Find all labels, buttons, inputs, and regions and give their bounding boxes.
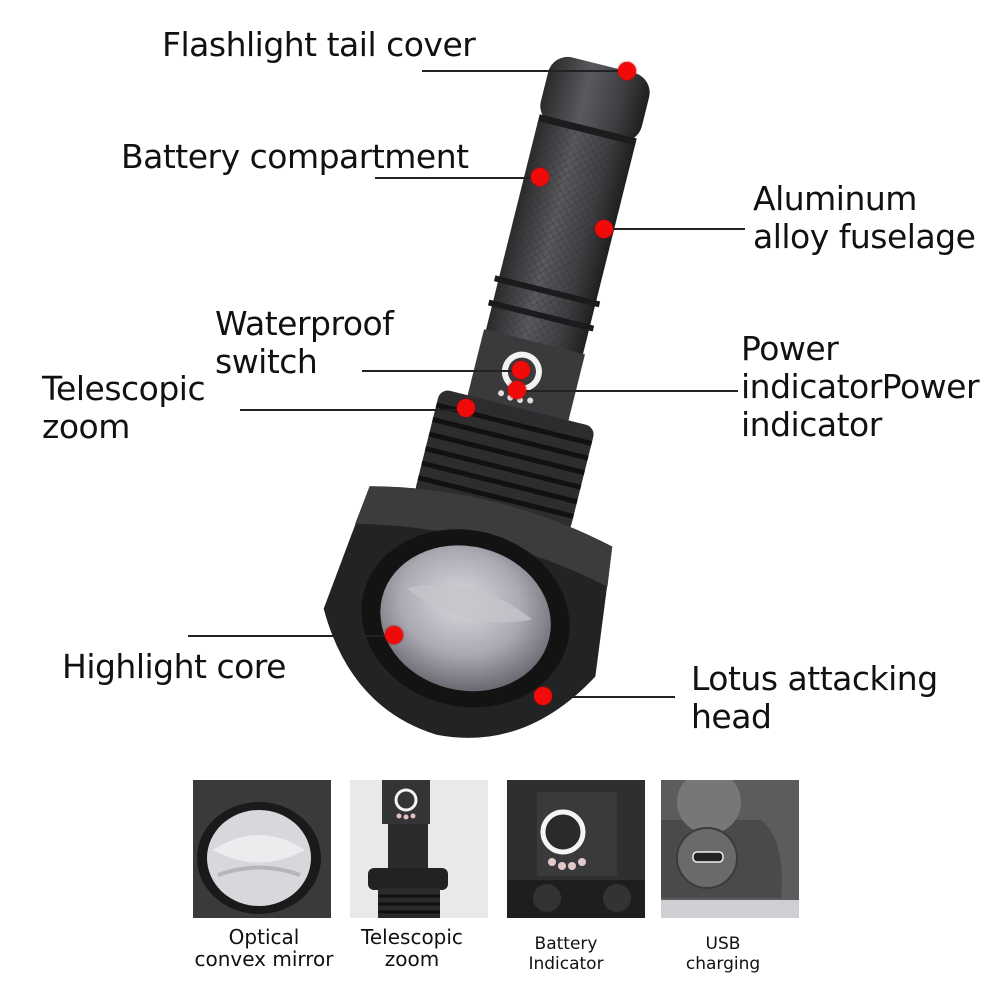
lens-image <box>193 780 331 918</box>
caption-usb-charging: USB charging <box>658 934 788 974</box>
marker-battery-compartment <box>531 168 549 186</box>
marker-power-indicator <box>508 381 526 399</box>
label-tail-cover: Flashlight tail cover <box>162 25 476 64</box>
label-line: alloy fuselage <box>753 217 976 256</box>
label-line: head <box>691 697 772 736</box>
marker-lotus-head <box>534 687 552 705</box>
flashlight-illustration <box>323 56 650 738</box>
battery-indicator-image <box>507 780 645 918</box>
caption-line: Battery <box>534 934 598 954</box>
caption-line: convex mirror <box>194 947 334 971</box>
label-lotus-head: Lotus attacking head <box>691 660 938 736</box>
leader-highlight-core <box>188 635 393 637</box>
label-line: Highlight core <box>62 647 286 686</box>
leader-power-indicator <box>520 390 738 392</box>
caption-line: Optical <box>228 925 300 949</box>
label-line: zoom <box>42 407 130 446</box>
leader-lotus-head <box>545 696 675 698</box>
label-line: Flashlight tail cover <box>162 25 476 64</box>
leader-aluminum-fuselage <box>610 228 745 230</box>
label-line: Power <box>741 329 839 368</box>
label-line: Telescopic <box>42 369 206 408</box>
label-line: indicatorPower <box>741 367 980 406</box>
zoom-detail-image <box>350 780 488 918</box>
caption-line: Indicator <box>528 954 604 974</box>
marker-telescopic-zoom <box>457 399 475 417</box>
label-line: switch <box>215 342 318 381</box>
label-telescopic-zoom: Telescopic zoom <box>42 369 206 446</box>
leader-tail-cover <box>422 70 622 72</box>
caption-battery-indicator: Battery Indicator <box>500 934 632 974</box>
caption-line: Telescopic <box>361 925 463 949</box>
label-line: Aluminum <box>753 179 917 218</box>
leader-battery-compartment <box>375 177 537 179</box>
caption-optical-mirror: Optical convex mirror <box>185 926 343 970</box>
caption-line: USB <box>705 934 741 954</box>
label-aluminum-fuselage: Aluminum alloy fuselage <box>753 179 976 256</box>
label-highlight-core: Highlight core <box>62 648 286 686</box>
label-line: indicator <box>741 405 882 444</box>
label-waterproof-switch: Waterproof switch <box>215 304 394 381</box>
thumbnail-battery-indicator <box>507 780 645 918</box>
label-line: Lotus attacking <box>691 659 938 698</box>
label-battery-compartment: Battery compartment <box>121 138 469 176</box>
thumbnail-usb-charging <box>661 780 799 918</box>
label-power-indicator: Power indicatorPower indicator <box>741 329 980 444</box>
usb-port-image <box>661 780 799 918</box>
marker-waterproof-switch <box>512 361 530 379</box>
marker-aluminum-fuselage <box>595 220 613 238</box>
caption-telescopic-zoom: Telescopic zoom <box>342 926 482 970</box>
leader-telescopic-zoom <box>240 409 465 411</box>
marker-tail-cover <box>618 62 636 80</box>
thumbnail-telescopic-zoom <box>350 780 488 918</box>
leader-waterproof-switch <box>362 370 520 372</box>
label-line: Waterproof <box>215 304 394 343</box>
marker-highlight-core <box>385 626 403 644</box>
thumbnail-optical-mirror <box>193 780 331 918</box>
caption-line: charging <box>685 954 761 974</box>
caption-line: zoom <box>384 947 440 971</box>
label-line: Battery compartment <box>121 137 469 176</box>
